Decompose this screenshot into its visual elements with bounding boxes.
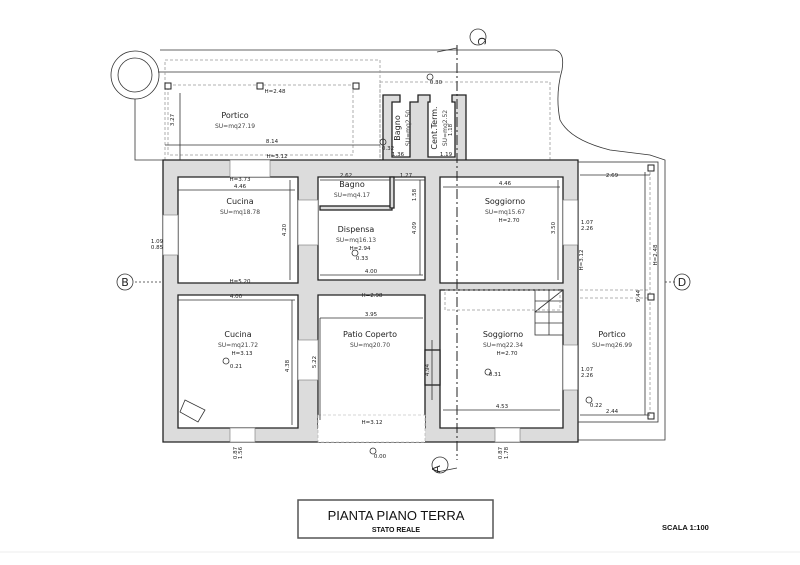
dimension-label: 3.95 <box>365 312 378 318</box>
room-area: SU=mq22.34 <box>483 342 523 349</box>
pillar <box>256 82 264 90</box>
dimension-label: 4.46 <box>234 184 247 190</box>
room-name: Patio Coperto <box>343 330 397 339</box>
dimension-label: 1.19 <box>440 152 453 158</box>
room-area: SU=mq15.67 <box>485 209 525 216</box>
axis-label-c: C <box>475 37 488 45</box>
room-height: H=3.13 <box>232 351 253 357</box>
dimension-label: 3.50 <box>551 221 557 234</box>
room-name: Soggiorno <box>483 330 523 339</box>
title-block <box>297 499 494 539</box>
axis-label-b: B <box>121 276 129 289</box>
dimension-label: 1.56 <box>238 446 244 459</box>
plan-title: PIANTA PIANO TERRA <box>328 508 465 523</box>
pillar <box>352 82 360 90</box>
dimension-label: H=2.48 <box>265 89 286 95</box>
dimension-label: 0.30 <box>430 80 443 86</box>
room-name: Bagno <box>393 115 402 141</box>
fireplace <box>424 349 441 386</box>
axis-label-d: D <box>678 276 686 289</box>
dimension-label: 0.32 <box>382 146 394 152</box>
axis-label-a: A <box>430 465 443 473</box>
dimension-label: 4.09 <box>412 221 418 234</box>
dimension-label: 0.22 <box>590 403 602 409</box>
plan-subtitle: STATO REALE <box>372 527 421 534</box>
room-name: Portico <box>221 111 248 120</box>
dimension-label: H=3.12 <box>579 250 585 271</box>
room-name: Cucina <box>224 330 251 339</box>
dimension-label: H=3.73 <box>230 177 251 183</box>
dimension-label: 4.46 <box>499 181 512 187</box>
dimension-label: 0.87 <box>498 446 504 459</box>
dimension-label: 9.44 <box>636 289 642 302</box>
pillar <box>647 293 655 301</box>
dimension-label: 2.26 <box>581 226 594 232</box>
dimension-label: 4.20 <box>282 223 288 236</box>
dimension-label: 1.27 <box>400 173 413 179</box>
dimension-label: 1.78 <box>504 446 510 459</box>
room-area: SU=mq20.70 <box>350 342 390 349</box>
room-height: H=2.94 <box>350 246 371 252</box>
room-area: SU=mq18.78 <box>220 209 260 216</box>
pillar <box>647 412 655 420</box>
dimension-label: 4.38 <box>285 359 291 372</box>
dimension-label: 0.00 <box>374 454 387 460</box>
dimension-label: 3.27 <box>170 113 176 126</box>
axis-marker-d <box>673 273 691 291</box>
dimension-label: H=2.48 <box>653 244 659 265</box>
room-name: Cucina <box>226 197 253 206</box>
dimension-label: 1.36 <box>392 152 405 158</box>
room-area: SU=mq21.72 <box>218 342 258 349</box>
staircase <box>534 289 564 336</box>
room-name: Portico <box>598 330 625 339</box>
dimension-label: 1.58 <box>412 188 418 201</box>
level-marker <box>222 73 593 455</box>
dimension-label: 4.53 <box>496 404 509 410</box>
room-name: Dispensa <box>338 225 375 234</box>
dimension-label: 4.00 <box>365 269 378 275</box>
axis-marker-b <box>116 273 134 291</box>
dimension-label: 5.22 <box>312 356 318 368</box>
room-height: H=2.70 <box>499 218 520 224</box>
room-name: Bagno <box>339 180 365 189</box>
dimension-label: 1.07 <box>581 220 594 226</box>
dimension-label: H=2.98 <box>362 293 383 299</box>
dimension-label: 1.18 <box>448 123 454 136</box>
room-area: SU=mq27.19 <box>215 123 255 130</box>
dimension-label: 0.31 <box>489 372 501 378</box>
room-height: H=2.70 <box>497 351 518 357</box>
dimension-label: H=5.20 <box>230 279 251 285</box>
dimension-label: H=3.12 <box>267 154 288 160</box>
room-area: SU=mq26.99 <box>592 342 632 349</box>
plan-scale: SCALA 1:100 <box>662 523 709 532</box>
wall-small-rooms <box>382 94 467 163</box>
dimension-label: 2.44 <box>606 409 619 415</box>
round-feature-inner <box>117 57 153 93</box>
room-area: SU=mq16.13 <box>336 237 376 244</box>
dimension-label: H=3.12 <box>362 420 383 426</box>
dimension-label: 0.85 <box>151 245 164 251</box>
dimension-label: 0.33 <box>356 256 369 262</box>
dimension-label: 2.69 <box>606 173 619 179</box>
dimension-label: 2.62 <box>340 173 352 179</box>
portico-right-outline <box>577 161 659 423</box>
room-area: SU=mq2.50 <box>405 110 412 146</box>
dimension-label: 4.94 <box>425 363 431 376</box>
dimension-label: 1.09 <box>151 239 164 245</box>
axis-marker-a <box>431 456 449 474</box>
dimension-label: 8.14 <box>266 139 279 145</box>
axis-marker-c <box>469 28 487 46</box>
dimension-label: 0.21 <box>230 364 242 370</box>
pillar <box>647 164 655 172</box>
room-name: Soggiorno <box>485 197 525 206</box>
pillar <box>164 82 172 90</box>
room-area: SU=mq2.52 <box>442 110 449 146</box>
site-boundary <box>160 49 666 441</box>
dimension-label: 4.00 <box>230 294 243 300</box>
dimension-label: 2.26 <box>581 373 594 379</box>
room-area: SU=mq4.17 <box>334 192 370 199</box>
dimension-label: 0.87 <box>233 446 239 459</box>
dimension-label: 1.07 <box>581 367 594 373</box>
room-name: Cent.Term. <box>430 106 439 149</box>
